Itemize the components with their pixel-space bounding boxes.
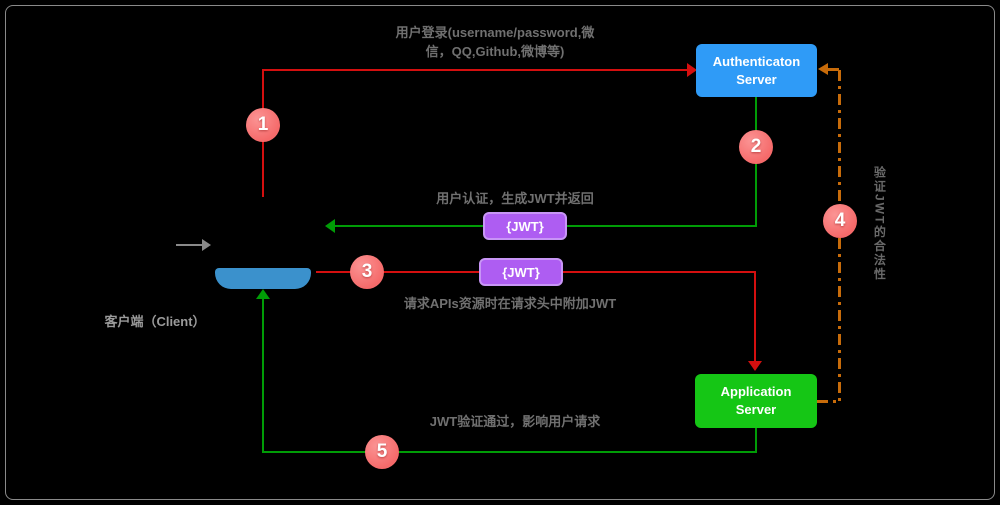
- login-flow-label-line2: 信，QQ,Github,微博等): [425, 43, 565, 59]
- flow5-vertical-line-right: [755, 428, 757, 453]
- flow5-horizontal-line: [262, 451, 757, 453]
- login-flow-label: 用户登录(username/password,微 信，QQ,Github,微博等…: [385, 24, 605, 62]
- application-server-label-line1: Application: [720, 384, 792, 400]
- application-server-node: Application Server: [695, 374, 817, 428]
- step-circle-2: 2: [739, 130, 773, 164]
- flow1-horizontal-line: [262, 69, 689, 71]
- authentication-server-node: Authenticaton Server: [696, 44, 817, 97]
- flow1-arrowhead-icon: [687, 63, 697, 77]
- flow3-arrowhead-icon: [748, 361, 762, 371]
- flow4-horizontal-line-top: [828, 68, 840, 71]
- flow4-arrowhead-icon: [818, 63, 828, 75]
- step-circle-4: 4: [823, 204, 857, 238]
- issue-jwt-label: 用户认证，生成JWT并返回: [436, 191, 594, 206]
- flow2-arrowhead-icon: [325, 219, 335, 233]
- flow5-vertical-line-left: [262, 297, 264, 453]
- application-server-label-line2: Server: [735, 402, 777, 417]
- client-label: 客户端（Client）: [104, 314, 206, 329]
- flow3-vertical-line: [754, 272, 756, 361]
- client-node: [215, 268, 311, 289]
- authentication-server-label-line1: Authenticaton: [712, 53, 801, 69]
- verify-jwt-vertical-label: 验证JWT的合法性: [872, 166, 887, 282]
- step-circle-3: 3: [350, 255, 384, 289]
- step-circle-1: 1: [246, 108, 280, 142]
- request-api-label: 请求APIs资源时在请求头中附加JWT: [403, 296, 617, 311]
- login-flow-label-line1: 用户登录(username/password,微: [395, 25, 595, 40]
- client-pointer-arrowhead-icon: [202, 239, 211, 251]
- response-label: JWT验证通过，影响用户请求: [429, 414, 601, 429]
- flow4-horizontal-line-bottom: [817, 400, 841, 403]
- jwt-badge-request: {JWT}: [479, 258, 563, 286]
- diagram-border: [5, 5, 995, 500]
- client-pointer-line: [176, 244, 204, 246]
- jwt-badge-issue: {JWT}: [483, 212, 567, 240]
- authentication-server-label-line2: Server: [736, 71, 777, 87]
- step-circle-5: 5: [365, 435, 399, 469]
- flow5-arrowhead-icon: [256, 289, 270, 299]
